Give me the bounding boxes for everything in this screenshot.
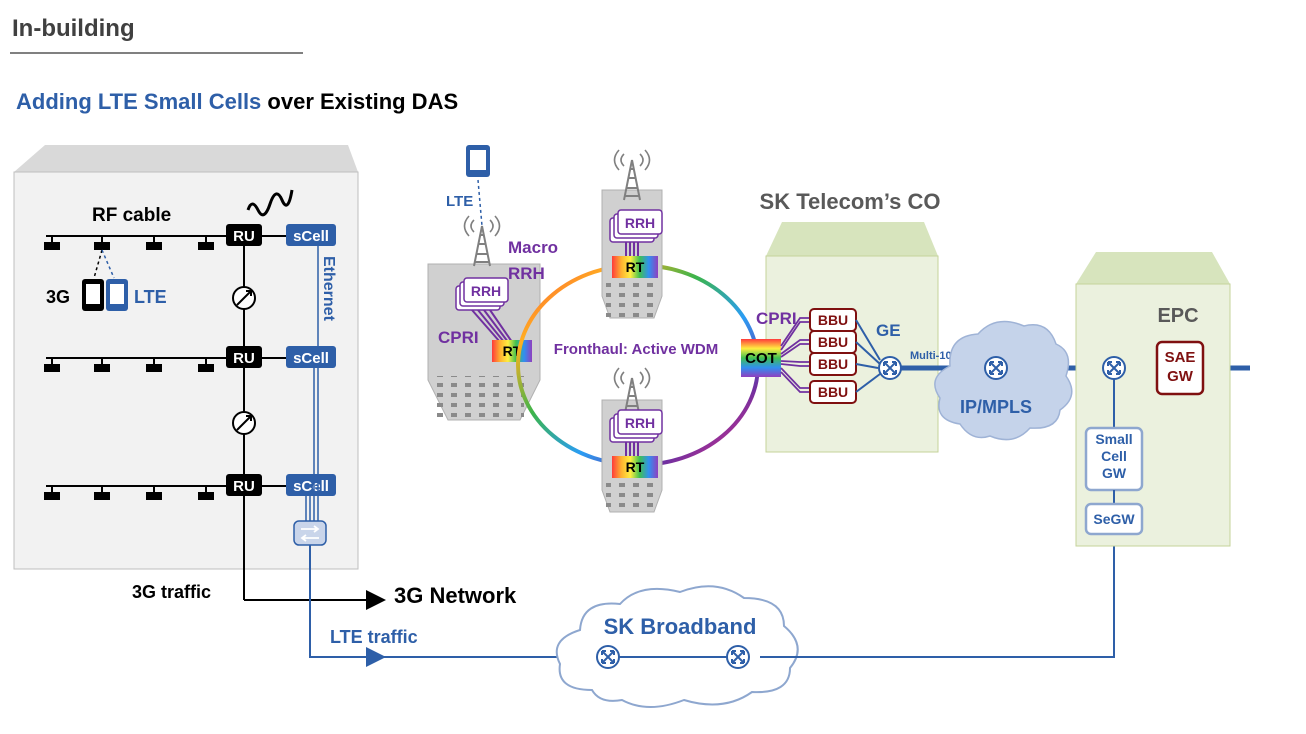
sk-broadband-cloud [555, 585, 799, 708]
das-antenna [198, 364, 214, 372]
traffic-3g-label: 3G traffic [132, 582, 211, 602]
floor-1: RU sCell [44, 224, 336, 250]
bbu-ge-links [855, 319, 881, 393]
co-router-icon [878, 356, 902, 380]
ethernet-riser [305, 246, 319, 522]
rt-box-bottom [612, 456, 658, 478]
macro-label: Macro [508, 238, 558, 257]
lte-traffic-line [309, 545, 386, 667]
epc-building [1075, 283, 1231, 547]
subtitle-rest: over Existing DAS [261, 89, 458, 114]
ru-box-1 [226, 224, 262, 246]
das-antenna [44, 492, 60, 500]
das-antenna [146, 242, 162, 250]
small-cell-gw-line1: Small [1095, 431, 1132, 447]
scell-label-1: sCell [293, 228, 329, 245]
das-antenna [44, 364, 60, 372]
cpri-left-label: CPRI [438, 328, 479, 347]
cot-box [741, 339, 781, 377]
ru-box-2 [226, 346, 262, 368]
broadband-router-icon [726, 645, 750, 669]
broadband-router-icon [596, 645, 620, 669]
label-3g: 3G [46, 287, 70, 307]
segw-label: SeGW [1093, 511, 1135, 527]
top-rrh-text: RRH [625, 215, 655, 231]
floor-3: RU sCell [44, 474, 336, 500]
network-3g-label: 3G Network [394, 583, 517, 608]
ethernet-label: Ethernet [320, 256, 337, 322]
top-rrh-stack [609, 209, 663, 243]
macro-rrh-text: RRH [471, 283, 501, 299]
das-antenna [198, 492, 214, 500]
mpls-router-icon [984, 356, 1008, 380]
top-site-building [601, 189, 663, 319]
bbu-label: BBU [818, 356, 848, 372]
broadband-to-segw-line [760, 535, 1115, 658]
ru-label-1: RU [233, 228, 255, 245]
scell-label-3: sCell [293, 478, 329, 495]
macro-cpri-links [471, 309, 513, 343]
switch-icon [293, 520, 327, 546]
ring-label: Fronthaul: Active WDM [554, 341, 718, 358]
sk-broadband-label: SK Broadband [604, 614, 757, 639]
ip-mpls-cloud [934, 320, 1073, 441]
rf-cable-label: RF cable [92, 205, 171, 226]
rt-label-top: RT [626, 259, 645, 275]
subtitle-highlight: Adding LTE Small Cells [16, 89, 261, 114]
ge-label: GE [876, 321, 901, 340]
bottom-rrh-stack [609, 409, 663, 443]
rt-label-bottom: RT [626, 459, 645, 475]
epc-label: EPC [1157, 305, 1198, 327]
lte-phone-label: LTE [446, 193, 473, 210]
traffic-lte-label: LTE traffic [330, 627, 418, 647]
cot-bbu-links [780, 317, 810, 393]
co-title: SK Telecom’s CO [760, 189, 941, 214]
das-antenna [146, 492, 162, 500]
sae-gw-box [1155, 340, 1205, 396]
ru-label-3: RU [233, 478, 255, 495]
das-antenna [94, 364, 110, 372]
sae-gw-line1: SAE [1165, 349, 1196, 366]
das-antenna [146, 364, 162, 372]
cot-label: COT [745, 350, 777, 367]
scell-box-2 [286, 346, 336, 368]
ip-mpls-label: IP/MPLS [960, 397, 1032, 417]
co-roof [766, 222, 938, 256]
label-lte: LTE [134, 287, 167, 307]
sae-gw-line2: GW [1167, 368, 1194, 385]
bbu-stack: BBU BBU BBU BBU [809, 308, 857, 404]
cpri-right-label: CPRI [756, 309, 797, 328]
bbu-label: BBU [818, 384, 848, 400]
bottom-rrh-text: RRH [625, 415, 655, 431]
das-antenna [44, 242, 60, 250]
das-antenna [94, 492, 110, 500]
small-cell-gw-line3: GW [1102, 465, 1127, 481]
splitter-icon [232, 411, 256, 435]
floor-2: RU sCell [44, 346, 336, 372]
ru-label-2: RU [233, 350, 255, 367]
bbu-label: BBU [818, 334, 848, 350]
das-antenna [94, 242, 110, 250]
building-roof [14, 145, 358, 172]
subtitle: Adding LTE Small Cells over Existing DAS [16, 89, 458, 114]
ru-box-3 [226, 474, 262, 496]
scell-label-2: sCell [293, 350, 329, 367]
scell-box-1 [286, 224, 336, 246]
segw-box [1084, 502, 1144, 536]
scell-box-3 [286, 474, 336, 496]
antenna-row-1 [44, 236, 214, 250]
splitter-icon [232, 286, 256, 310]
rf-wave-icon [246, 189, 294, 217]
epc-router-icon [1102, 356, 1126, 380]
section-title: In-building [12, 15, 135, 42]
small-cell-gw-line2: Cell [1101, 448, 1127, 464]
macro-rrh-stack [455, 277, 509, 311]
das-antenna [198, 242, 214, 250]
rt-box-top [612, 256, 658, 278]
bbu-label: BBU [818, 312, 848, 328]
epc-roof [1076, 252, 1230, 284]
macro-rrh-label: RRH [508, 264, 545, 283]
